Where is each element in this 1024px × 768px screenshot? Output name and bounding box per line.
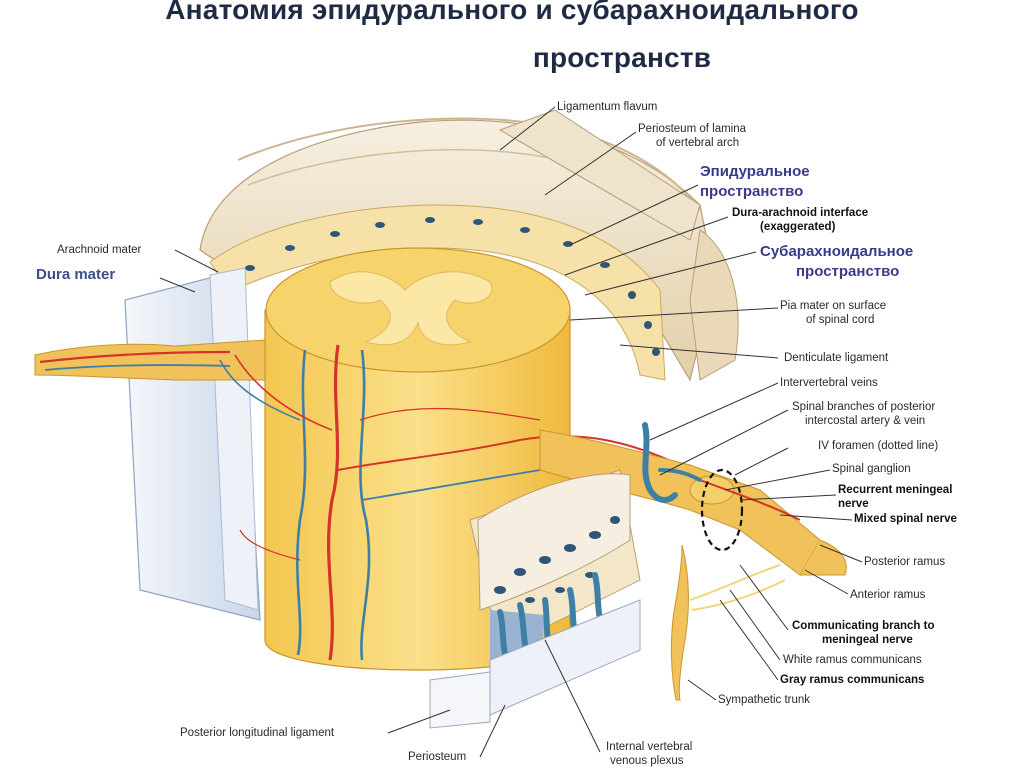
page-title: Анатомия эпидурального и субарахноидальн… xyxy=(165,0,859,25)
label-spinal-branches-1: Spinal branches of posterior xyxy=(792,401,936,413)
label-posterior-longitudinal-ligament: Posterior longitudinal ligament xyxy=(180,727,335,739)
label-dura-mater: Dura mater xyxy=(36,266,116,283)
label-spinal-ganglion: Spinal ganglion xyxy=(832,463,911,475)
vertebral-body xyxy=(469,469,641,668)
label-ligamentum-flavum: Ligamentum flavum xyxy=(557,101,658,113)
epidural-layer xyxy=(209,204,666,381)
label-gray-ramus: Gray ramus communicans xyxy=(780,674,925,686)
label-recurrent-meningeal-1: Recurrent meningeal xyxy=(838,484,953,496)
label-pia-mater-2: of spinal cord xyxy=(806,314,875,326)
label-recurrent-meningeal-2: nerve xyxy=(838,498,869,510)
left-nerve-root xyxy=(34,339,269,381)
label-white-ramus: White ramus communicans xyxy=(783,654,922,666)
label-epidural-2: пространство xyxy=(700,183,804,200)
label-denticulate-ligament: Denticulate ligament xyxy=(784,352,889,364)
label-internal-plexus-1: Internal vertebral xyxy=(606,741,693,753)
label-dura-arachnoid-2: (exaggerated) xyxy=(760,221,836,233)
label-communicating-branch-2: meningeal nerve xyxy=(822,634,913,646)
label-subarachnoid-1: Субарахноидальное xyxy=(760,243,914,260)
label-spinal-branches-2: intercostal artery & vein xyxy=(805,415,926,427)
label-arachnoid-mater: Arachnoid mater xyxy=(57,244,142,256)
label-intervertebral-veins: Intervertebral veins xyxy=(780,377,878,389)
dura-mater-sheet xyxy=(124,267,261,621)
label-pia-mater-1: Pia mater on surface xyxy=(780,300,887,312)
label-posterior-ramus: Posterior ramus xyxy=(864,556,946,568)
label-communicating-branch-1: Communicating branch to xyxy=(792,620,935,632)
leader-lines xyxy=(159,106,863,758)
cord-vessels xyxy=(219,344,691,661)
posterior-longitudinal-ligament xyxy=(429,599,641,729)
label-periosteum-lamina-1: Periosteum of lamina xyxy=(638,123,747,135)
sympathetic-trunk xyxy=(670,544,786,701)
label-iv-foramen: IV foramen (dotted line) xyxy=(818,440,939,452)
label-anterior-ramus: Anterior ramus xyxy=(850,589,926,601)
label-sympathetic-trunk: Sympathetic trunk xyxy=(718,694,811,706)
label-mixed-spinal-nerve: Mixed spinal nerve xyxy=(854,513,957,525)
label-epidural-1: Эпидуральное xyxy=(700,163,810,180)
label-periosteum: Periosteum xyxy=(408,751,467,763)
label-dura-arachnoid-1: Dura-arachnoid interface xyxy=(732,207,869,219)
label-subarachnoid-2: пространство xyxy=(796,263,900,280)
intervertebral-veins xyxy=(642,422,702,503)
label-internal-plexus-2: venous plexus xyxy=(610,755,684,767)
page-title-line2: пространств xyxy=(532,42,712,73)
label-periosteum-lamina-2: of vertebral arch xyxy=(656,137,740,149)
